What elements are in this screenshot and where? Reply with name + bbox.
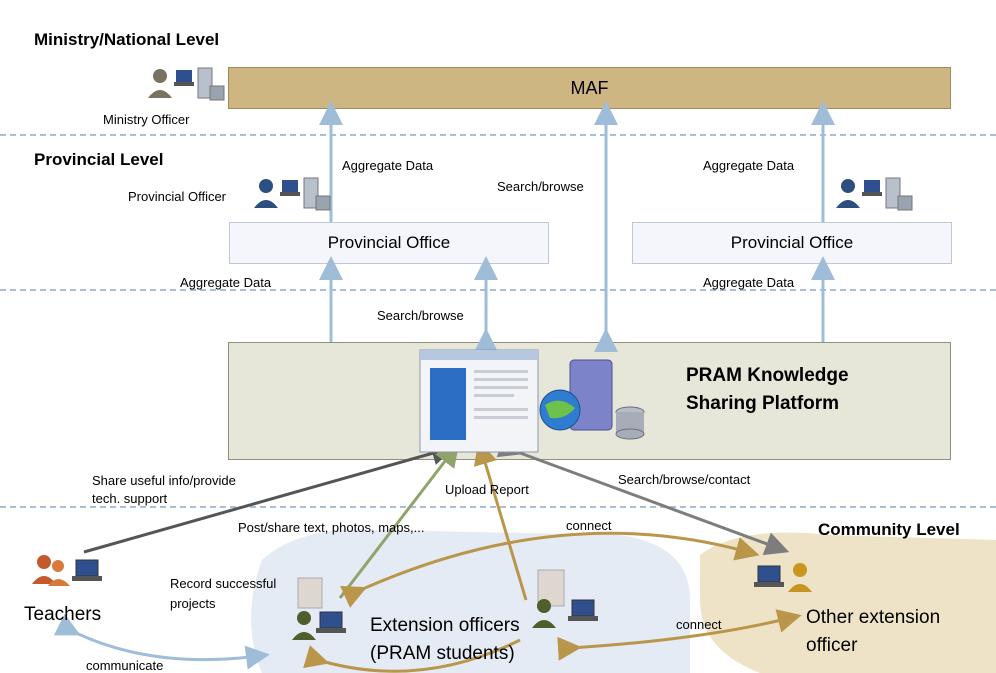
pram-platform-title: PRAM Knowledge Sharing Platform: [686, 362, 849, 418]
community-level-heading: Community Level: [818, 520, 960, 539]
other-officer-icon: [754, 563, 812, 592]
arrow-communicate: [53, 613, 270, 670]
record-line2: projects: [170, 596, 216, 611]
provincial-office-left-label: Provincial Office: [327, 233, 451, 252]
provincial-office-right-label: Provincial Office: [730, 233, 854, 252]
search-browse-contact-label: Search/browse/contact: [618, 472, 751, 487]
search-browse-label-1: Search/browse: [497, 179, 584, 194]
upload-report-label: Upload Report: [445, 482, 529, 497]
arrow-extension-loop: [303, 638, 521, 673]
extension-officer-icon-2: [532, 569, 598, 628]
extension-officer-icon-1: [292, 577, 346, 640]
document-window-icon: [419, 349, 539, 453]
provincial-level-heading: Provincial Level: [34, 150, 164, 169]
share-info-line1: Share useful info/provide: [92, 473, 236, 488]
provincial-officer-icon-right: [836, 177, 913, 211]
separator-national: [0, 134, 996, 136]
pram-title-line1: PRAM Knowledge: [686, 365, 849, 386]
record-line1: Record successful: [170, 576, 277, 591]
arrow-upload-report: [473, 440, 528, 601]
maf-label: MAF: [570, 77, 609, 98]
other-extension-officer-label: Other extension officer: [806, 604, 940, 660]
arrow-connect-bottom: [557, 609, 802, 661]
share-info-label: Share useful info/provide tech. support: [92, 472, 236, 508]
aggregate-data-label-3: Aggregate Data: [180, 275, 272, 290]
teachers-icon: [32, 555, 102, 586]
extension-officers-line1: Extension officers: [370, 615, 520, 636]
ministry-officer-label: Ministry Officer: [103, 112, 190, 127]
provincial-office-right-box: Provincial Office: [632, 222, 952, 264]
arrow-teachers-to-platform: [83, 441, 456, 554]
server-globe-icon: [539, 359, 645, 440]
arrow-platform-other-officer: [496, 434, 790, 556]
other-extension-line2: officer: [806, 635, 858, 656]
teachers-label: Teachers: [24, 604, 102, 625]
record-projects-label: Record successful projects: [170, 574, 276, 614]
search-browse-label-2: Search/browse: [377, 308, 464, 323]
separator-provincial: [0, 289, 996, 291]
provincial-officer-label: Provincial Officer: [128, 189, 227, 204]
post-share-label: Post/share text, photos, maps,...: [238, 520, 425, 535]
provincial-officer-icon-left: [254, 177, 331, 211]
connect-label-2: connect: [676, 617, 722, 632]
communicate-label: communicate: [86, 658, 164, 673]
aggregate-data-label-1: Aggregate Data: [342, 158, 434, 173]
extension-officers-label: Extension officers (PRAM students): [370, 612, 520, 668]
ministry-level-heading: Ministry/National Level: [34, 30, 220, 49]
connect-label-1: connect: [566, 518, 612, 533]
aggregate-data-label-2: Aggregate Data: [703, 158, 795, 173]
extension-officers-line2: (PRAM students): [370, 643, 515, 664]
arrow-connect-top: [340, 531, 760, 608]
ministry-officer-icon: [148, 67, 225, 101]
pram-title-line2: Sharing Platform: [686, 393, 840, 414]
share-info-line2: tech. support: [92, 491, 168, 506]
aggregate-data-label-4: Aggregate Data: [703, 275, 795, 290]
other-extension-line1: Other extension: [806, 607, 941, 628]
